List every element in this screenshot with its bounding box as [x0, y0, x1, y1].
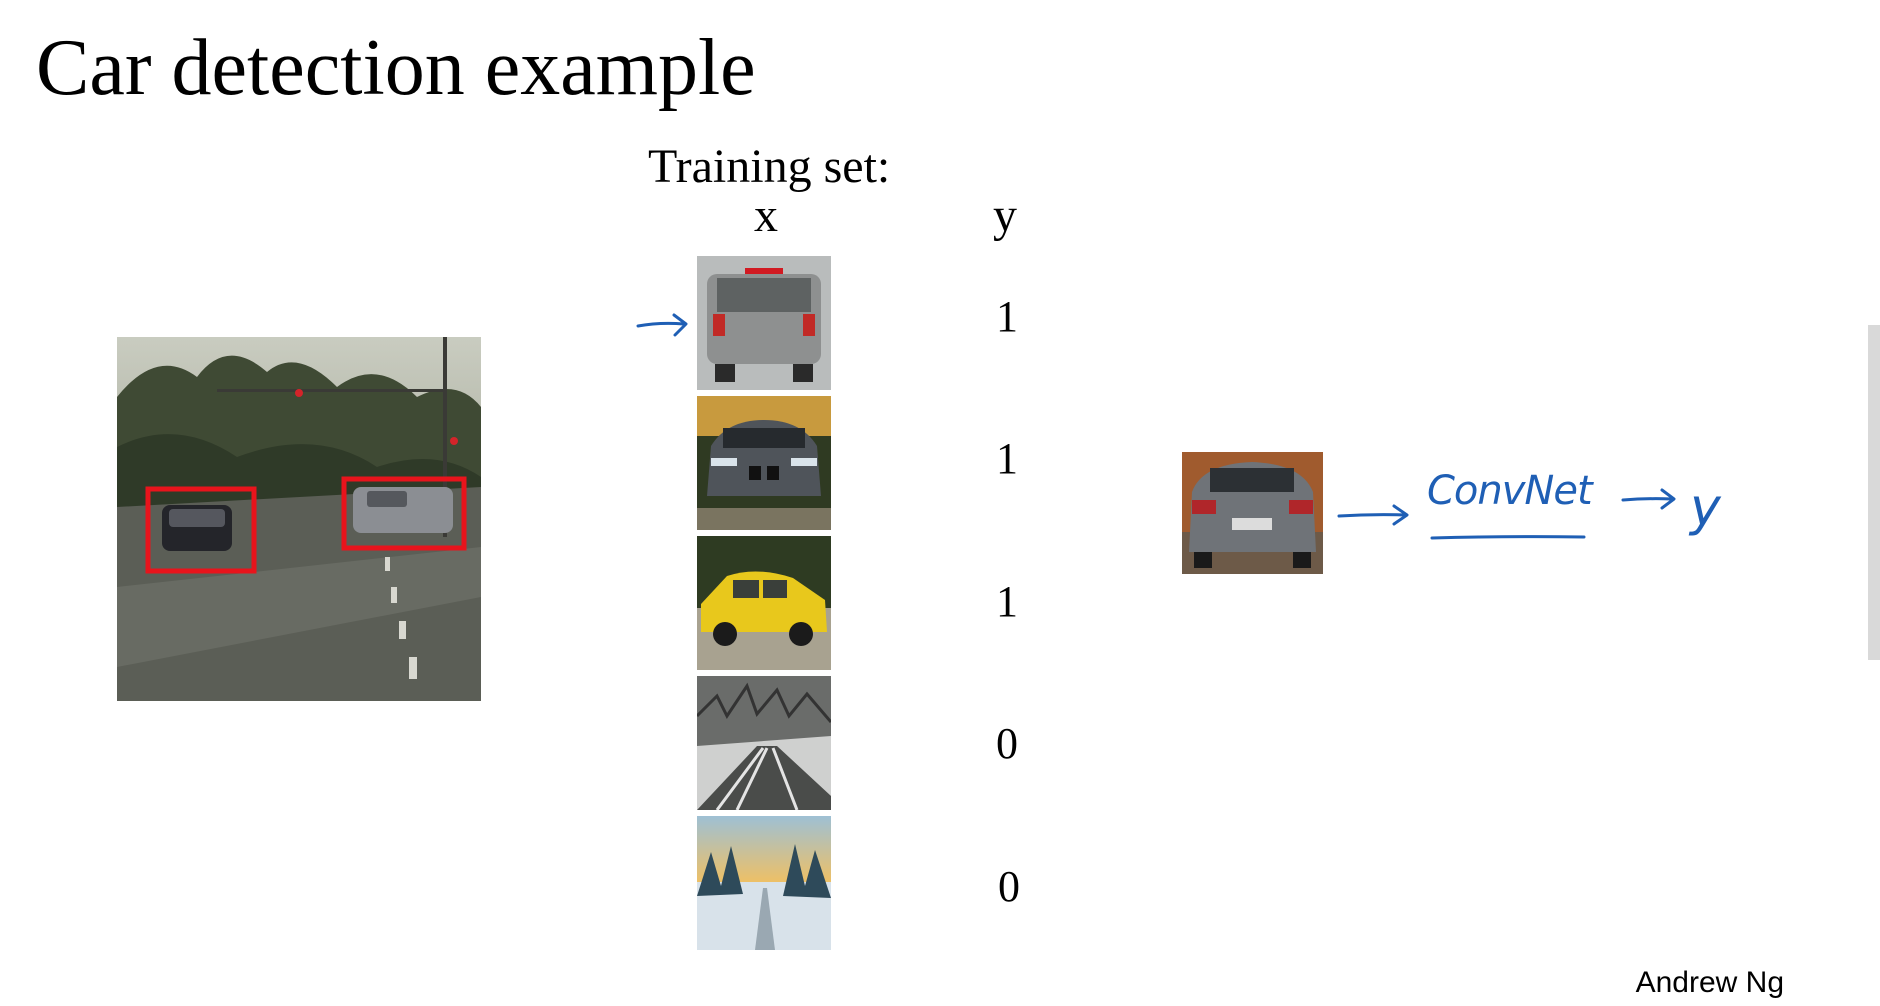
label-4: 0	[996, 719, 1018, 768]
test-car-image	[1182, 452, 1323, 574]
training-image-car-rear	[697, 256, 831, 390]
pointer-arrow-icon	[636, 313, 688, 337]
label-5: 0	[998, 862, 1020, 911]
street-scene-photo	[117, 337, 481, 701]
output-arrow-icon	[1621, 488, 1676, 510]
training-image-winter-road	[697, 816, 831, 950]
label-2: 1	[996, 434, 1018, 483]
slide-title: Car detection example	[36, 24, 756, 112]
output-y-label: y	[1690, 478, 1721, 538]
input-arrow-icon	[1337, 504, 1409, 526]
convnet-label: ConvNet	[1427, 468, 1593, 514]
y-column-header: y	[993, 189, 1017, 242]
training-image-snowy-road	[697, 676, 831, 810]
author-credit: Andrew Ng	[1635, 966, 1784, 999]
label-3: 1	[996, 577, 1018, 626]
scrollbar[interactable]	[1868, 325, 1880, 660]
label-1: 1	[996, 292, 1018, 341]
training-set-label: Training set:	[648, 140, 891, 193]
training-image-car-front	[697, 396, 831, 530]
convnet-underline	[1430, 535, 1586, 540]
x-column-header: x	[754, 189, 778, 242]
training-image-yellow-car	[697, 536, 831, 670]
